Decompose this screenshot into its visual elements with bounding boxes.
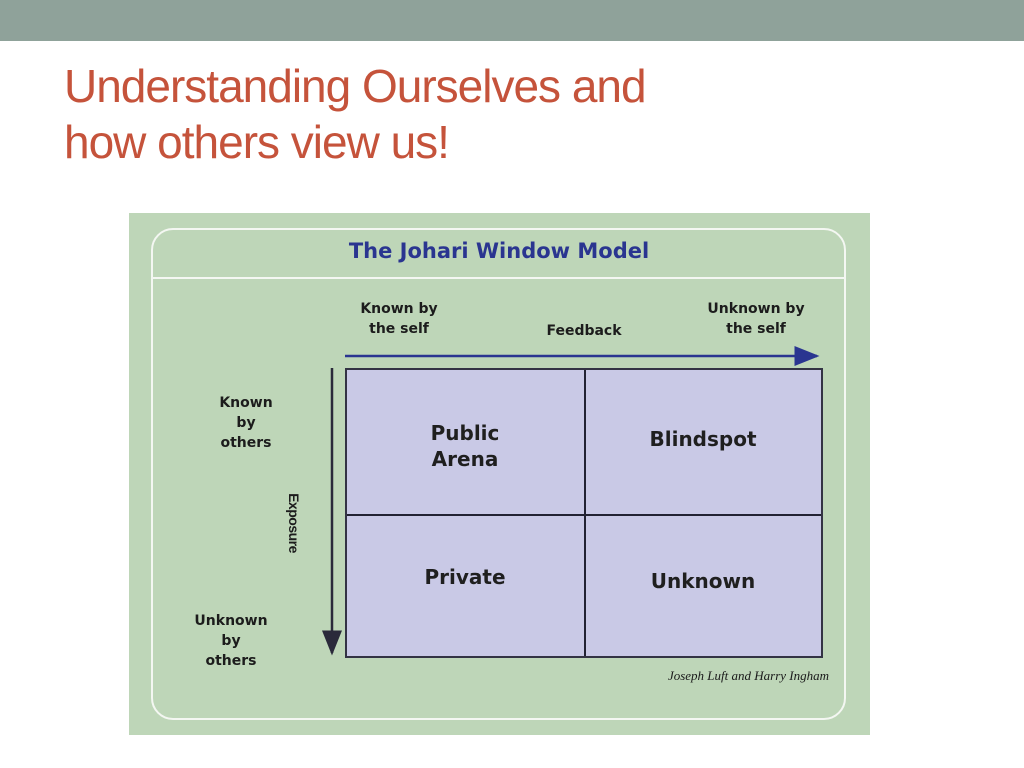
top-accent-bar: [0, 0, 1024, 41]
title-divider: [151, 277, 846, 279]
slide-title: Understanding Ourselves and how others v…: [64, 58, 864, 170]
quadrant-blindspot: Blindspot: [585, 370, 821, 513]
quadrant-label: Private: [424, 565, 506, 589]
label-unknown-by-self: Unknown by the self: [707, 301, 805, 337]
diagram-title: The Johari Window Model: [348, 239, 650, 263]
label-known-by-others: Known by others: [219, 395, 273, 451]
quadrant-unknown: Unknown: [585, 516, 821, 659]
slide-title-line-2: how others view us!: [64, 116, 450, 168]
quadrant-label: Unknown: [650, 569, 756, 593]
quadrant-label: Public Arena: [430, 421, 500, 471]
axis-arrows: [322, 346, 820, 656]
quadrant-public-arena: Public Arena: [347, 370, 583, 513]
grid-horizontal-divider: [347, 514, 821, 516]
quadrant-label: Blindspot: [649, 427, 757, 451]
rounded-frame: [151, 228, 846, 720]
label-unknown-by-others: Unknown by others: [194, 613, 268, 669]
quadrant-private: Private: [347, 516, 583, 659]
author-credit: Joseph Luft and Harry Ingham: [667, 668, 829, 683]
johari-grid: Public Arena Blindspot Private Unknown: [345, 368, 823, 658]
label-known-by-self: Known by the self: [360, 301, 438, 337]
grid-vertical-divider: [584, 370, 586, 656]
slide-title-line-1: Understanding Ourselves and: [64, 60, 647, 112]
label-feedback: Feedback: [546, 323, 622, 339]
johari-window-figure: The Johari Window Model Known by the sel…: [129, 213, 870, 735]
